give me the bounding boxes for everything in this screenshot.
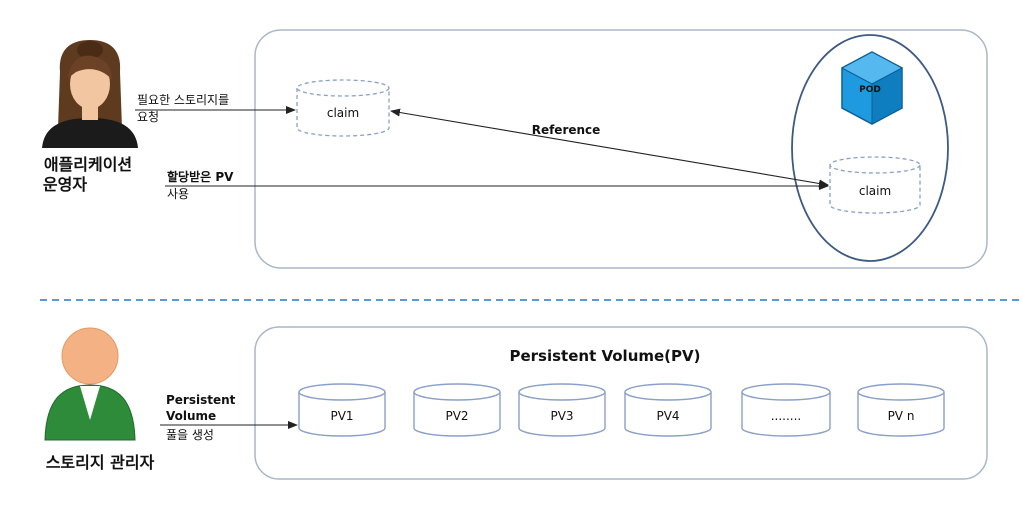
pv-label: ........ (771, 409, 802, 423)
request-label-line2: 요청 (137, 110, 159, 124)
pv-cylinder: PV3 (518, 383, 606, 437)
app-operator-icon (42, 40, 138, 148)
use-label-line1: 할당받은 PV (167, 169, 234, 184)
claim-cylinder: claim (296, 79, 390, 137)
pv-label: PV3 (550, 409, 573, 423)
reference-label: Reference (532, 123, 601, 137)
pod-cube-icon: POD (840, 51, 904, 125)
create-label-line3: 풀을 생성 (166, 428, 214, 442)
storage-admin-label: 스토리지 관리자 (46, 453, 155, 472)
pv-label: PV2 (445, 409, 468, 423)
app-operator-label-line2: 운영자 (43, 175, 87, 194)
pv-cylinder: PV4 (624, 383, 712, 437)
pv-pool-title: Persistent Volume(PV) (509, 347, 700, 365)
pv-label: PV4 (656, 409, 679, 423)
request-label-line1: 필요한 스토리지를 (137, 93, 229, 107)
pv-label: PV n (888, 409, 915, 423)
pv-label: PV1 (330, 409, 353, 423)
pv-cylinder: PV2 (413, 383, 501, 437)
app-operator-label-line1: 애플리케이션 (44, 155, 132, 174)
storage-admin-icon (44, 327, 136, 441)
pv-cylinder: ........ (741, 383, 831, 437)
use-label-line2: 사용 (167, 187, 189, 201)
pod-claim-label: claim (859, 184, 891, 198)
pod-claim-cylinder: claim (829, 156, 921, 214)
pv-pool-panel (254, 326, 988, 480)
create-label-line2: Volume (166, 409, 216, 423)
reference-arrow (390, 108, 829, 188)
pod-label: POD (859, 85, 881, 95)
pv-cylinder: PV1 (298, 383, 386, 437)
claim-label: claim (327, 106, 359, 120)
create-label-line1: Persistent (166, 393, 236, 407)
pv-cylinder: PV n (857, 383, 945, 437)
